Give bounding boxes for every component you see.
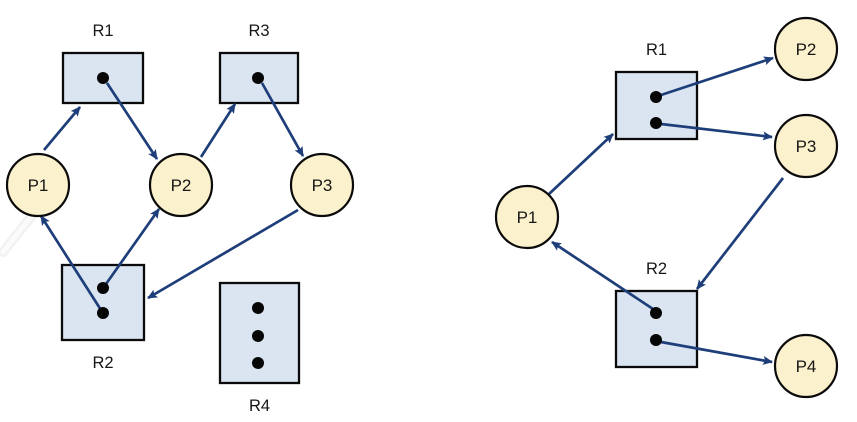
left-graph-instance-dot-R4-3 <box>252 357 264 369</box>
right-graph-edge-P3-R2 <box>695 177 785 290</box>
right-graph-instance-dot-R1-2 <box>650 117 662 129</box>
left-graph-instance-dot-R3-1 <box>252 72 264 84</box>
right-graph-edge-R1-P2 <box>660 56 774 97</box>
left-graph-process-label-P3: P3 <box>312 176 333 195</box>
left-graph-process-P3: P3 <box>289 152 355 218</box>
right-graph-resource-label-R2: R2 <box>646 260 667 278</box>
right-graph-process-circle-P1 <box>494 184 560 250</box>
left-graph-process-label-P1: P1 <box>28 176 49 195</box>
right-graph-instance-dot-R1-1 <box>650 91 662 103</box>
left-graph-resource-label-R1: R1 <box>92 22 113 40</box>
right-graph-edge-P1-R1 <box>548 133 614 195</box>
right-graph-resource-box-R2 <box>614 289 699 369</box>
left-graph-resource-label-R2: R2 <box>92 354 113 372</box>
left-graph-edge-P3-R2 <box>147 208 299 300</box>
left-graph-resource-box-R2 <box>60 263 146 342</box>
left-graph-process-circle-P2 <box>148 152 214 218</box>
left-graph-edge-R1-P2 <box>105 82 159 160</box>
left-graph-instance-dot-R2-2 <box>97 307 109 319</box>
left-graph-edge-P1-R1 <box>42 106 82 151</box>
left-graph-instance-dot-R1-1 <box>97 72 109 84</box>
left-graph-resource-label-R4: R4 <box>249 397 270 415</box>
left-graph-resource-R1: R1 <box>61 22 145 105</box>
right-graph-resource-label-R1: R1 <box>646 41 667 59</box>
left-graph-edge-R2-P2 <box>104 208 161 285</box>
left-graph-instance-dot-R4-1 <box>252 302 264 314</box>
left-graph-process-circle-P1 <box>5 152 71 218</box>
left-graph-instance-dot-R4-2 <box>252 330 264 342</box>
right-graph-process-P1: P1 <box>494 184 560 250</box>
right-graph-process-P2: P2 <box>773 16 839 82</box>
left-graph-process-circle-P3 <box>289 152 355 218</box>
right-graph-process-label-P4: P4 <box>796 357 817 376</box>
right-graph-instance-dot-R2-2 <box>650 334 662 346</box>
right-graph-edge-R2-P1 <box>551 240 654 311</box>
right-graph-process-circle-P2 <box>773 16 839 82</box>
right-graph-process-circle-P3 <box>773 113 839 179</box>
right-graph-process-label-P2: P2 <box>796 40 817 59</box>
right-graph-resource-R2: R2 <box>614 260 699 369</box>
left-graph-process-P1: P1 <box>5 152 71 218</box>
right-graph-instance-dot-R2-1 <box>650 307 662 319</box>
right-graph-process-P4: P4 <box>773 333 839 399</box>
left-graph-process-P2: P2 <box>148 152 214 218</box>
left-graph-edge-R3-P3 <box>260 82 305 157</box>
right-graph-process-label-P3: P3 <box>796 137 817 156</box>
left-graph-edge-P2-R3 <box>199 103 237 158</box>
left-graph-instance-dot-R2-1 <box>97 282 109 294</box>
right-graph-process-label-P1: P1 <box>517 208 538 227</box>
left-graph-resource-R3: R3 <box>218 22 300 105</box>
right-graph-edge-R2-P4 <box>660 340 773 365</box>
right-graph-process-P3: P3 <box>773 113 839 179</box>
left-graph-edge-R2-P1 <box>39 215 103 311</box>
left-graph-resource-R2: R2 <box>60 263 146 372</box>
right-graph-process-circle-P4 <box>773 333 839 399</box>
right-graph-edge-R1-P3 <box>660 122 773 141</box>
left-graph-resource-label-R3: R3 <box>248 22 269 40</box>
left-graph-process-label-P2: P2 <box>171 176 192 195</box>
